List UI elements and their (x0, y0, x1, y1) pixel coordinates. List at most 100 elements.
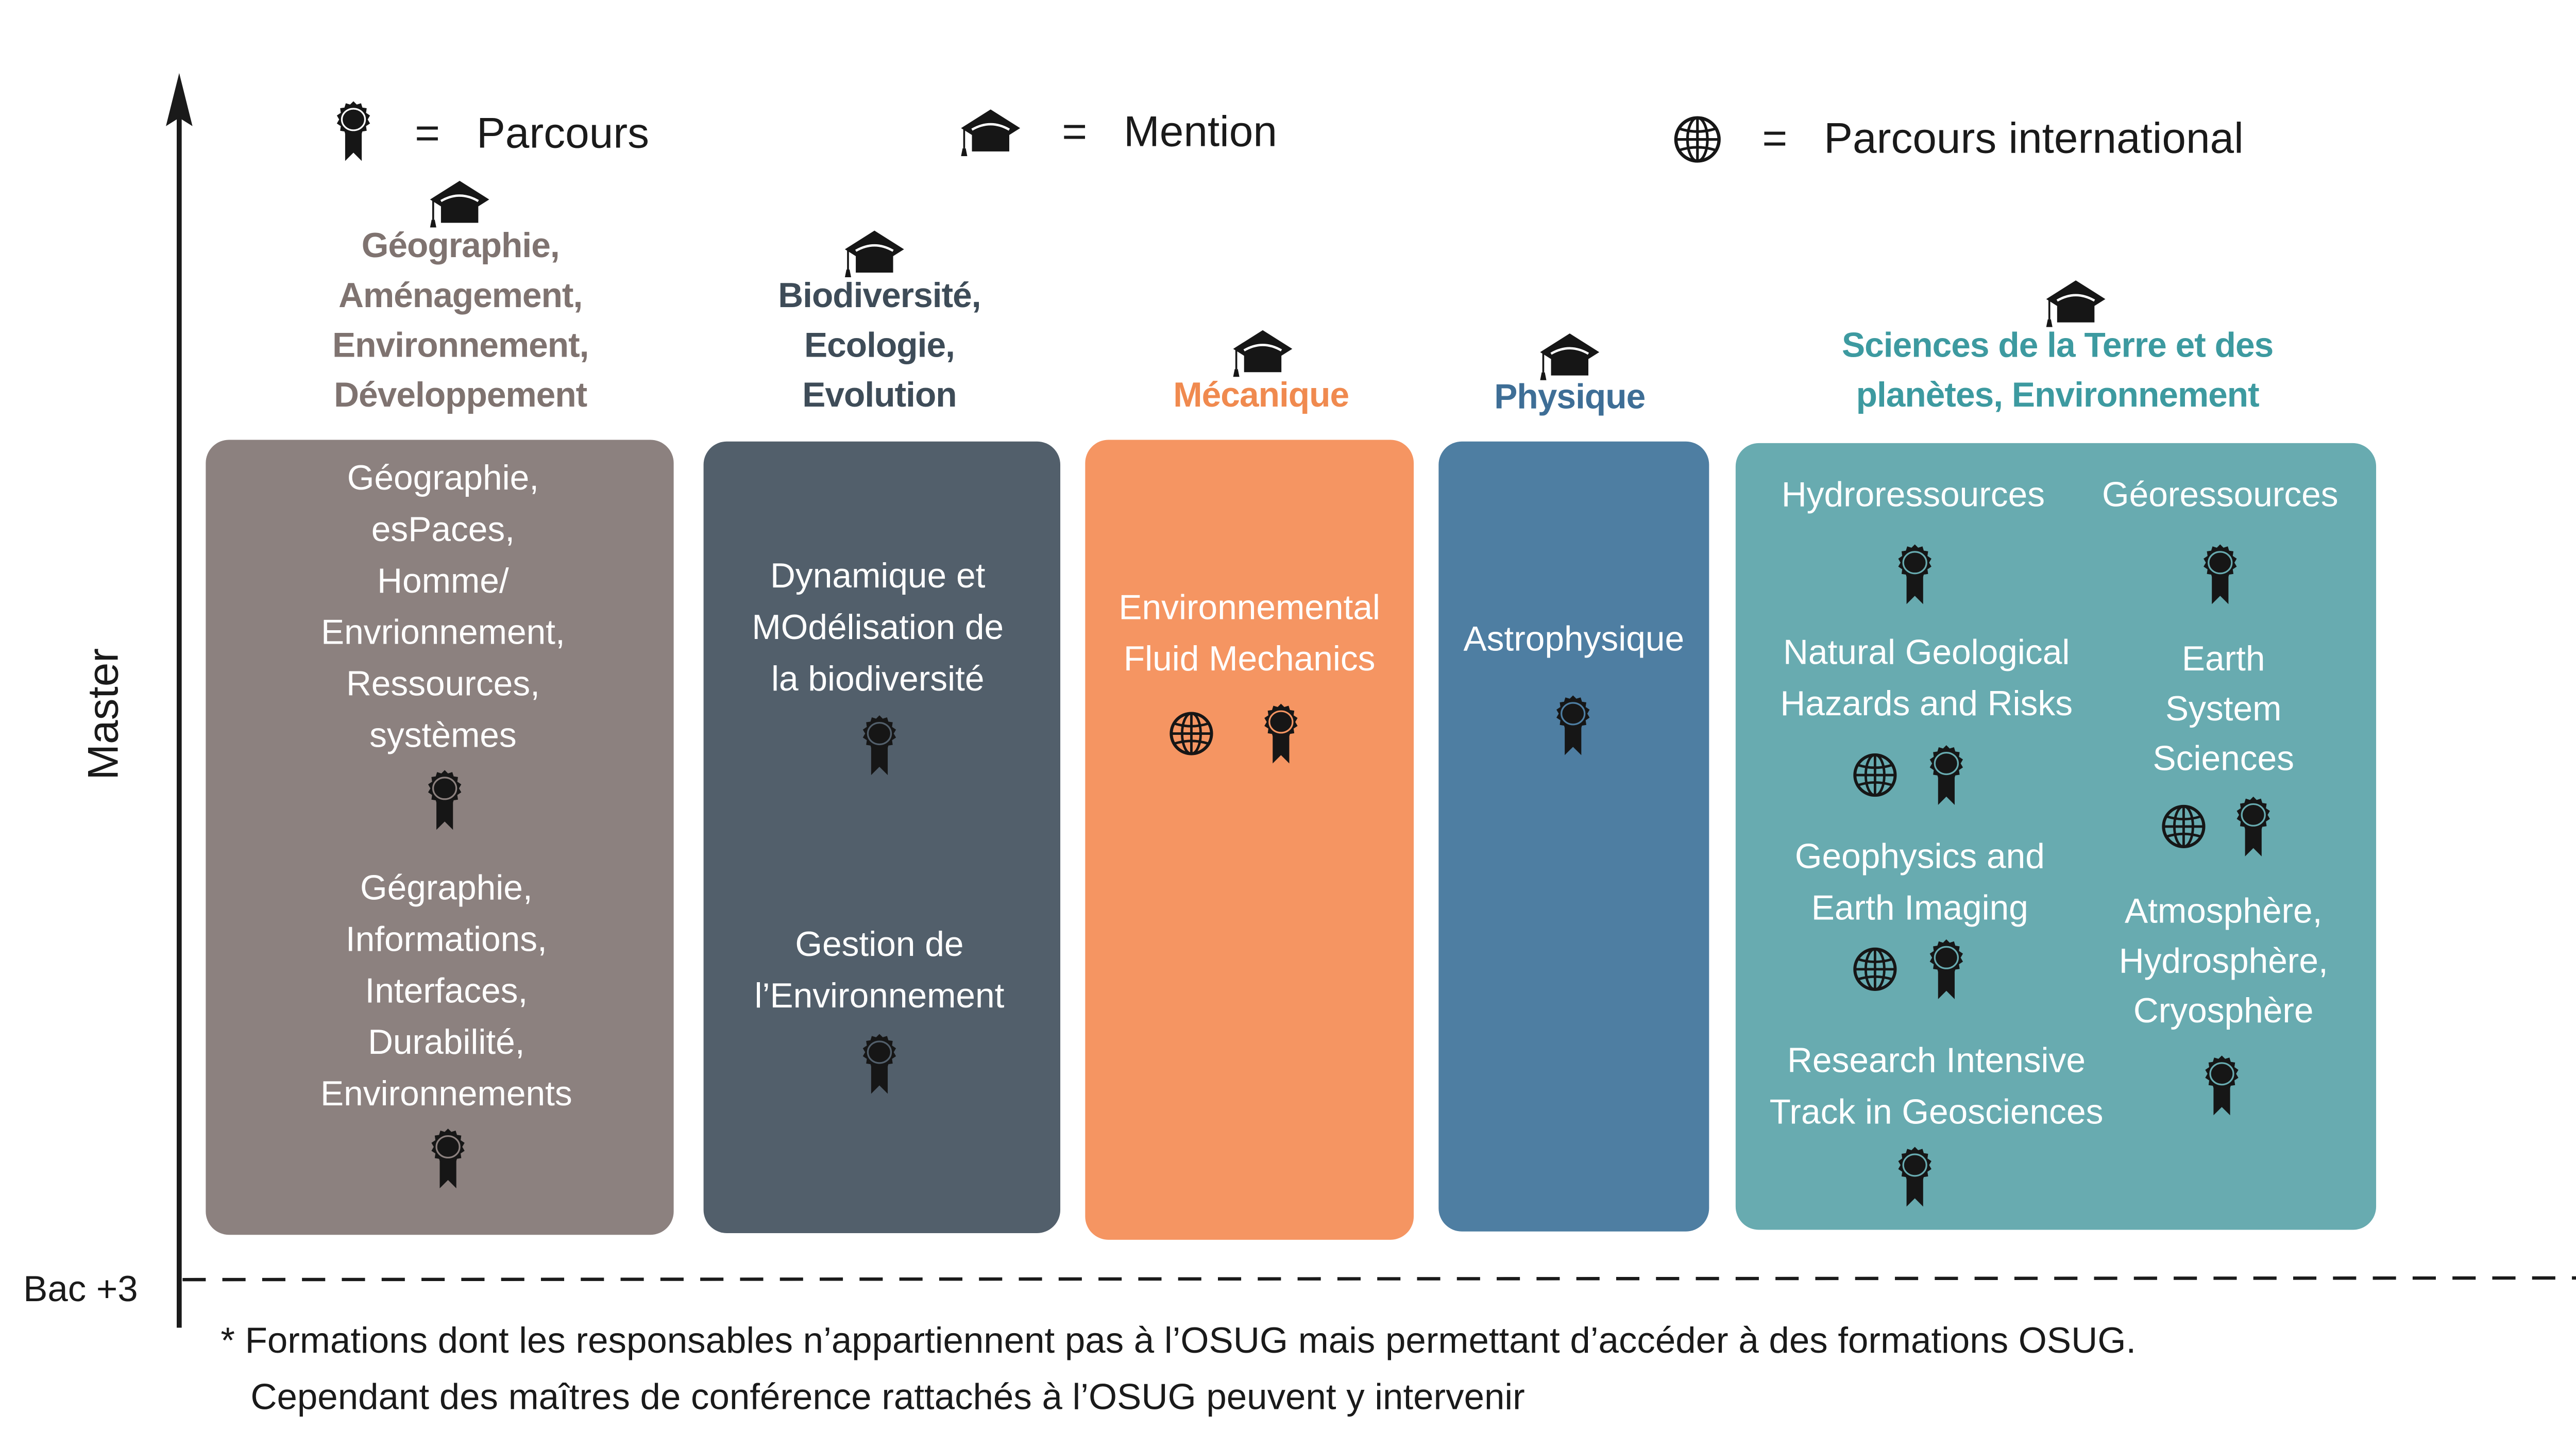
parcours-line: Géographie, (347, 460, 539, 498)
legend-label-parcours: Parcours (476, 107, 650, 157)
parcours-line: Natural Geological (1783, 634, 2070, 672)
parcours-earth-system-sciences[interactable]: Earth System Sciences (2091, 636, 2356, 785)
legend-parcours: = Parcours (332, 99, 649, 166)
parcours-line: System (2165, 690, 2282, 729)
mention-title-line: Développement (334, 377, 587, 415)
mention-title-line: planètes, Environnement (1856, 377, 2260, 415)
mention-title-line: Aménagement, (338, 277, 583, 315)
mention-title-line: Evolution (802, 377, 957, 415)
parcours-line: Géoressources (2102, 476, 2338, 515)
mention-title-mecanique: Mécanique (1095, 372, 1427, 422)
parcours-line: Track in Geosciences (1769, 1093, 2104, 1132)
globe-icon (1168, 710, 1214, 756)
parcours-gestion-environnement[interactable]: Gestion de l’Environnement (704, 919, 1056, 1022)
footnote-line-2: Cependant des maîtres de conférence ratt… (250, 1375, 1525, 1418)
mention-title-line: Biodiversité, (778, 277, 981, 315)
parcours-line: Envrionnement, (321, 614, 565, 652)
parcours-line: Geophysics and (1794, 838, 2045, 877)
legend-label-mention: Mention (1124, 106, 1277, 156)
mention-title-line: Environnement, (332, 327, 589, 365)
parcours-line: Gestion de (795, 926, 964, 965)
parcours-line: Hydrosphère, (2119, 943, 2328, 981)
parcours-line: Informations, (345, 921, 547, 960)
legend-equals: = (415, 107, 440, 157)
parcours-line: Homme/ (377, 562, 509, 601)
parcours-natural-geological-hazards[interactable]: Natural Geological Hazards and Risks (1736, 627, 2117, 730)
mention-title-physique: Physique (1437, 374, 1702, 424)
parcours-line: Ressources, (346, 665, 540, 704)
parcours-geographie-espaces[interactable]: Géographie, esPaces, Homme/ Envrionnemen… (206, 453, 680, 762)
mention-title-line: Géographie, (361, 227, 560, 266)
graduation-cap-icon (428, 179, 491, 229)
parcours-line: MOdélisation de (752, 609, 1004, 648)
ribbon-badge-icon (1895, 1145, 1935, 1212)
mention-title-geographie: Géographie, Aménagement, Environnement, … (249, 223, 672, 422)
parcours-line: Durabilité, (368, 1024, 525, 1063)
graduation-cap-icon (1231, 329, 1294, 379)
mention-title-sciences-terre: Sciences de la Terre et des planètes, En… (1759, 322, 2356, 422)
ribbon-badge-icon (1926, 744, 1966, 810)
graduation-cap-icon (959, 107, 1022, 157)
legend-equals: = (1762, 113, 1788, 163)
parcours-line: Interfaces, (365, 972, 528, 1011)
parcours-line: la biodiversité (771, 660, 985, 699)
ribbon-badge-icon (1895, 543, 1935, 609)
mention-card-mecanique[interactable]: Environnemental Fluid Mechanics (1085, 440, 1414, 1240)
mention-title-biodiversite: Biodiversité, Ecologie, Evolution (714, 272, 1045, 422)
parcours-line: Environnemental (1118, 589, 1380, 628)
parcours-line: systèmes (369, 717, 517, 755)
parcours-hydroressources[interactable]: Hydroressources (1736, 469, 2091, 521)
ribbon-badge-icon (428, 1127, 468, 1193)
mention-title-line: Ecologie, (804, 327, 955, 365)
ribbon-badge-icon (2200, 543, 2240, 609)
ribbon-badge-icon (1261, 702, 1301, 768)
mention-card-biodiversite[interactable]: Dynamique et MOdélisation de la biodiver… (703, 441, 1061, 1233)
parcours-line: Cryosphère (2133, 992, 2314, 1031)
legend-mention: = Mention (959, 106, 1277, 158)
parcours-geophysics-earth-imaging[interactable]: Geophysics and Earth Imaging (1736, 832, 2104, 935)
graduation-cap-icon (843, 229, 906, 279)
ribbon-badge-icon (425, 768, 464, 835)
parcours-atmosphere-hydrosphere-cryosphere[interactable]: Atmosphère, Hydrosphère, Cryosphère (2077, 888, 2369, 1037)
baseline-label: Bac +3 (23, 1268, 138, 1310)
parcours-line: Atmosphère, (2125, 893, 2323, 931)
mention-card-physique[interactable]: Astrophysique (1438, 441, 1709, 1232)
parcours-line: Gégraphie, (360, 869, 533, 908)
parcours-astrophysique[interactable]: Astrophysique (1438, 614, 1709, 666)
ribbon-badge-icon (1553, 694, 1593, 760)
parcours-georessources[interactable]: Géoressources (2074, 469, 2366, 521)
parcours-line: Research Intensive (1787, 1042, 2086, 1081)
ribbon-badge-icon (332, 99, 375, 166)
mention-card-sciences-terre[interactable]: Hydroressources Natural Geological Hazar… (1735, 443, 2377, 1230)
footnote-line-1: * Formations dont les responsables n’app… (221, 1319, 2137, 1361)
globe-icon (1852, 752, 1898, 798)
legend-label-international: Parcours international (1824, 113, 2244, 163)
parcours-line: Astrophysique (1463, 620, 1685, 659)
level-axis-arrow (166, 73, 193, 1328)
parcours-dynamique-modelisation[interactable]: Dynamique et MOdélisation de la biodiver… (704, 551, 1052, 705)
mention-title-line: Physique (1494, 378, 1646, 417)
globe-icon (2160, 803, 2207, 850)
axis-label-master: Master (78, 648, 128, 780)
parcours-line: Hazards and Risks (1780, 685, 2073, 724)
parcours-line: Environnements (320, 1075, 572, 1114)
baseline-dashed-line (182, 1276, 2576, 1282)
ribbon-badge-icon (859, 1032, 899, 1099)
globe-icon (1672, 114, 1722, 164)
globe-icon (1852, 946, 1898, 992)
parcours-line: Hydroressources (1781, 476, 2045, 515)
parcours-research-intensive-track[interactable]: Research Intensive Track in Geosciences (1736, 1036, 2137, 1139)
legend-international: = Parcours international (1672, 113, 2244, 164)
parcours-line: esPaces, (371, 511, 515, 550)
parcours-line: Dynamique et (770, 558, 986, 596)
parcours-line: Earth Imaging (1811, 889, 2028, 928)
ribbon-badge-icon (1926, 938, 1966, 1004)
legend-equals: = (1062, 106, 1088, 156)
parcours-geographie-informations[interactable]: Gégraphie, Informations, Interfaces, Dur… (206, 863, 687, 1120)
parcours-environmental-fluid-mechanics[interactable]: Environnemental Fluid Mechanics (1085, 582, 1414, 685)
ribbon-badge-icon (2202, 1054, 2242, 1120)
ribbon-badge-icon (2233, 795, 2273, 862)
mention-card-geographie[interactable]: Géographie, esPaces, Homme/ Envrionnemen… (206, 440, 674, 1235)
parcours-line: Sciences (2153, 740, 2294, 779)
